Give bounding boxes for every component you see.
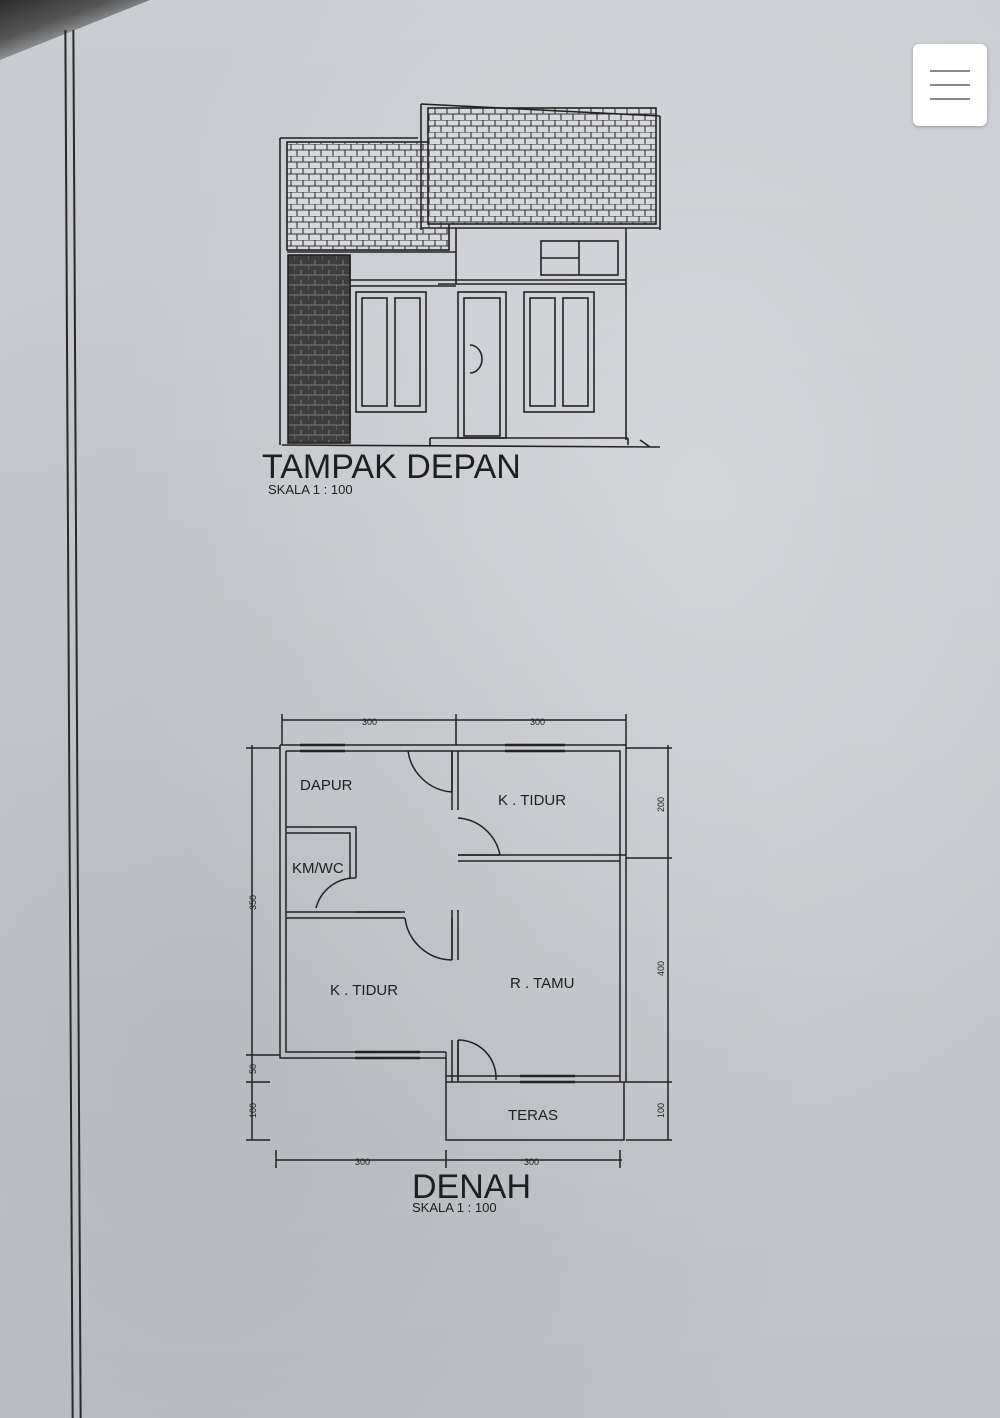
dimension-right-upper: 200 (656, 797, 666, 812)
room-label-bathroom: KM/WC (292, 860, 344, 877)
dimension-top-left: 300 (362, 717, 377, 727)
hamburger-menu-icon (930, 98, 970, 100)
floor-plan-title: DENAH (412, 1168, 531, 1206)
hamburger-menu-button[interactable] (913, 44, 987, 126)
dimension-bottom-left: 300 (355, 1157, 370, 1167)
room-label-kitchen: DAPUR (300, 777, 353, 794)
room-label-bedroom-1: K . TIDUR (498, 792, 566, 809)
dimension-left-mid: 50 (248, 1064, 258, 1074)
hamburger-menu-icon (930, 70, 970, 72)
floor-plan (246, 714, 672, 1168)
brick-column (287, 254, 351, 444)
left-roof (286, 141, 450, 251)
dimension-left-lower: 100 (248, 1103, 258, 1118)
left-window (355, 291, 427, 413)
right-window (523, 291, 595, 413)
elevation-scale: SKALA 1 : 100 (268, 482, 353, 497)
room-label-bedroom-2: K . TIDUR (330, 982, 398, 999)
elevation-title: TAMPAK DEPAN (262, 448, 521, 486)
dimension-right-middle: 400 (656, 961, 666, 976)
front-elevation (279, 103, 661, 448)
dimension-left-main: 350 (248, 895, 258, 910)
hamburger-menu-icon (930, 84, 970, 86)
dimension-right-lower: 100 (656, 1103, 666, 1118)
room-label-terrace: TERAS (508, 1107, 558, 1124)
floor-plan-scale: SKALA 1 : 100 (412, 1200, 497, 1215)
dimension-top-right: 300 (530, 717, 545, 727)
front-door (457, 291, 507, 439)
room-label-living-room: R . TAMU (510, 975, 574, 992)
right-roof (427, 107, 657, 225)
dimension-bottom-right: 300 (524, 1157, 539, 1167)
